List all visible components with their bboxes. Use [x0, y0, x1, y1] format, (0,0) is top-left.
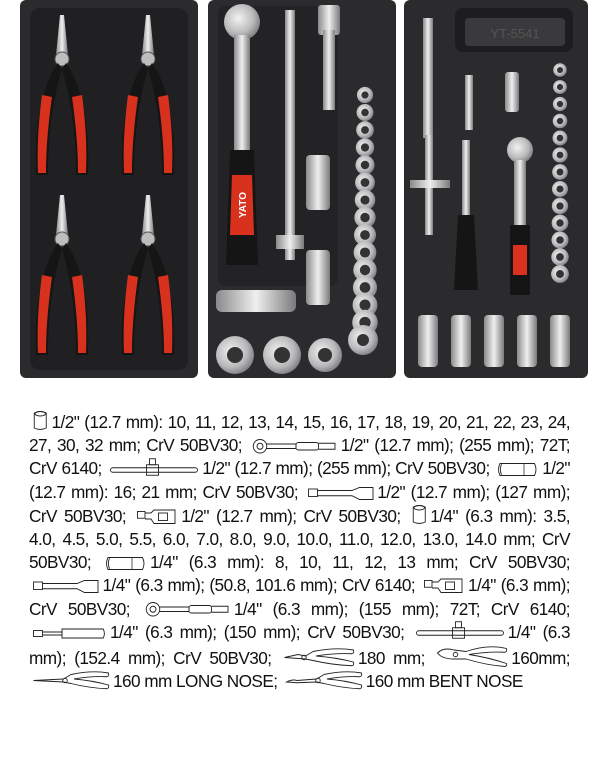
tray-half-inch-sockets: YATO [208, 0, 396, 378]
spec-item: 1/4" (6.3 mm); (50.8, 101.6 mm); CrV 614… [29, 575, 416, 596]
specification-text: 1/2" (12.7 mm): 10, 11, 12, 13, 14, 15, … [29, 410, 571, 693]
deep-socket [306, 250, 330, 305]
socket [356, 121, 374, 139]
deep-socket-icon [497, 462, 539, 477]
spec-item: 1/4" (6.3 mm); (150 mm); CrV 50BV30; [29, 621, 405, 642]
spec-item: 1/2" (12.7 mm); (255 mm); CrV 50BV30; [106, 458, 490, 479]
spec-item: 160mm; [433, 646, 571, 668]
spec-item: 160 mm LONG NOSE; [29, 670, 278, 691]
socket [356, 104, 374, 121]
product-photo-trays: YATO YT-5541 [20, 0, 588, 378]
spec-text: 160 mm BENT NOSE [365, 670, 524, 691]
spec-item: 1/2" (12.7 mm); (127 mm); CrV 50BV30; [29, 481, 571, 526]
spec-text: 1/2" (12.7 mm): 10, 11, 12, 13, 14, 15, … [29, 412, 571, 456]
deep-socket [517, 315, 537, 367]
spec-text: 160 mm LONG NOSE; [113, 670, 278, 691]
socket-icon [411, 504, 428, 525]
ratchet-icon [251, 438, 338, 455]
spec-text: 160mm; [511, 647, 570, 668]
spec-item: 160 mm BENT NOSE [282, 671, 523, 691]
deep-socket [550, 315, 570, 367]
spec-text: 1/4" (6.3 mm): 8, 10, 11, 12, 13 mm; CrV… [150, 552, 571, 573]
spec-text: 1/4" (6.3 mm); (50.8, 101.6 mm); CrV 614… [102, 575, 416, 596]
socket [552, 164, 568, 180]
deep-socket-row [418, 315, 570, 367]
spec-text: 1/4" (6.3 mm); (152.4 mm); CrV 50BV30; [29, 621, 571, 668]
deep-socket [306, 155, 330, 210]
spec-text: 1/4" (6.3 mm); (150 mm); CrV 50BV30; [110, 621, 405, 642]
socket [552, 113, 568, 129]
universal-joint [216, 290, 296, 312]
socket [553, 63, 567, 77]
socket [355, 155, 375, 175]
spec-item: 1/2" (12.7 mm): 16; 21 mm; CrV 50BV30; [29, 458, 571, 502]
extension-bar-icon [32, 579, 100, 594]
universal-joint-icon [423, 576, 465, 594]
spec-text: 1/2" (12.7 mm); (255 mm); CrV 50BV30; [202, 458, 490, 479]
tray-pliers [20, 0, 198, 378]
spec-item: 1/4" (6.3 mm); CrV 50BV30; [29, 575, 571, 619]
socket [551, 197, 569, 215]
spinner-handle-icon [32, 626, 107, 641]
deep-socket [484, 315, 504, 367]
socket-icon [32, 410, 49, 431]
extension-bar [323, 30, 335, 110]
socket [551, 265, 569, 283]
spec-item: 1/4" (6.3 mm): 3.5, 4.0, 4.5, 5.0, 5.5, … [29, 504, 571, 573]
spec-item: 1/2" (12.7 mm); CrV 50BV30; [133, 505, 401, 526]
deep-socket [418, 315, 438, 367]
spec-text: 1/2" (12.7 mm); (127 mm); CrV 50BV30; [29, 481, 571, 526]
t-bar-icon [415, 621, 505, 641]
spec-item: 1/2" (12.7 mm): 10, 11, 12, 13, 14, 15, … [29, 410, 571, 456]
spec-item: 1/2" (12.7 mm); (255 mm); 72T; CrV 6140; [29, 435, 571, 479]
socket [356, 86, 374, 104]
spec-text: 1/4" (6.3 mm); (155 mm); 72T; CrV 6140; [233, 598, 571, 619]
universal-joint-icon [136, 507, 178, 525]
spec-text: 1/4" (6.3 mm): 3.5, 4.0, 4.5, 5.0, 5.5, … [29, 505, 571, 573]
socket [551, 214, 569, 232]
bent-nose-pliers-icon [284, 670, 363, 690]
deep-socket-icon [105, 556, 147, 571]
socket [551, 248, 569, 266]
combination-pliers-icon [283, 647, 355, 667]
brand-logo: YATO [238, 192, 249, 218]
socket [355, 138, 375, 157]
tray-emboss-label: YT-5541 [490, 26, 539, 41]
spec-item: 180 mm; [280, 648, 425, 668]
t-bar-icon [109, 458, 199, 478]
spec-text: 1/4" (6.3 mm); CrV 50BV30; [29, 575, 571, 619]
socket [551, 231, 569, 249]
long-nose-pliers-icon [32, 670, 110, 690]
deep-socket [451, 315, 471, 367]
socket [552, 147, 568, 163]
tray-quarter-inch-sockets: YT-5541 [404, 0, 588, 378]
socket [552, 96, 568, 112]
t-bar [285, 10, 295, 260]
socket [355, 172, 375, 193]
socket [551, 180, 569, 198]
spec-item: 1/4" (6.3 mm); (155 mm); 72T; CrV 6140; [141, 598, 571, 619]
spec-item: 1/4" (6.3 mm); (152.4 mm); CrV 50BV30; [29, 621, 571, 668]
extension-bar-icon [307, 486, 375, 501]
diagonal-pliers-icon [436, 644, 508, 667]
socket [552, 130, 568, 146]
spec-text: 1/2" (12.7 mm); CrV 50BV30; [181, 505, 401, 526]
ratchet-head [224, 4, 260, 40]
ratchet-icon [144, 601, 231, 618]
socket [553, 80, 567, 94]
spec-text: 180 mm; [357, 647, 426, 668]
spec-text: 1/2" (12.7 mm): 16; 21 mm; CrV 50BV30; [29, 458, 571, 502]
spec-text: 1/2" (12.7 mm); (255 mm); 72T; CrV 6140; [29, 435, 571, 479]
spec-item: 1/4" (6.3 mm): 8, 10, 11, 12, 13 mm; CrV… [102, 552, 571, 573]
